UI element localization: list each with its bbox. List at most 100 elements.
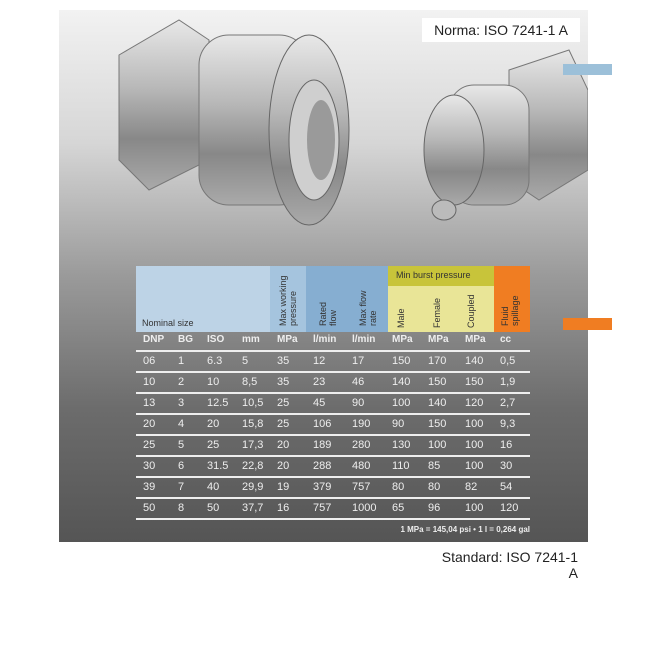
table-cell: 82 bbox=[465, 481, 478, 493]
unit-header: BG bbox=[178, 334, 193, 345]
table-cell: 190 bbox=[352, 418, 371, 430]
table-cell: 106 bbox=[313, 418, 332, 430]
table-cell: 140 bbox=[428, 397, 447, 409]
header-burst: Male Female Coupled bbox=[388, 286, 494, 332]
table-cell: 80 bbox=[428, 481, 441, 493]
table-cell: 50 bbox=[143, 502, 156, 514]
table-cell: 12.5 bbox=[207, 397, 229, 409]
unit-footnote: 1 MPa = 145,04 psi • 1 l = 0,264 gal bbox=[400, 525, 530, 534]
unit-header: MPa bbox=[277, 334, 298, 345]
header-flow: Rated flow Max flow rate bbox=[306, 266, 388, 332]
table-cell: 17,3 bbox=[242, 439, 264, 451]
table-cell: 120 bbox=[500, 502, 519, 514]
table-cell: 280 bbox=[352, 439, 371, 451]
table-cell: 7 bbox=[178, 481, 185, 493]
table-cell: 288 bbox=[313, 460, 332, 472]
table-cell: 50 bbox=[207, 502, 220, 514]
table-cell: 100 bbox=[465, 439, 484, 451]
table-cell: 757 bbox=[352, 481, 371, 493]
table-cell: 5 bbox=[178, 439, 185, 451]
table-cell: 8 bbox=[178, 502, 185, 514]
table-cell: 85 bbox=[428, 460, 441, 472]
table-cell: 1,9 bbox=[500, 376, 516, 388]
header-coupled-label: Coupled bbox=[466, 294, 476, 328]
blue-tab-marker bbox=[563, 64, 612, 75]
table-cell: 150 bbox=[392, 355, 411, 367]
table-cell: 25 bbox=[277, 418, 290, 430]
table-cell: 25 bbox=[277, 397, 290, 409]
table-cell: 3 bbox=[178, 397, 185, 409]
table-cell: 19 bbox=[277, 481, 290, 493]
table-cell: 96 bbox=[428, 502, 441, 514]
table-cell: 10,5 bbox=[242, 397, 264, 409]
table-cell: 110 bbox=[392, 460, 410, 472]
table-cell: 37,7 bbox=[242, 502, 264, 514]
table-cell: 90 bbox=[392, 418, 405, 430]
header-male-label: Male bbox=[396, 308, 406, 328]
table-cell: 65 bbox=[392, 502, 405, 514]
standard-label: Standard: ISO 7241-1 A bbox=[441, 549, 578, 581]
table-cell: 40 bbox=[207, 481, 220, 493]
table-cell: 35 bbox=[277, 355, 290, 367]
table-cell: 13 bbox=[143, 397, 156, 409]
table-cell: 1 bbox=[178, 355, 185, 367]
table-cell: 12 bbox=[313, 355, 326, 367]
table-cell: 8,5 bbox=[242, 376, 258, 388]
unit-header: MPa bbox=[428, 334, 449, 345]
header-rated-flow-label: Rated flow bbox=[318, 301, 338, 326]
table-cell: 25 bbox=[207, 439, 220, 451]
table-cell: 150 bbox=[428, 376, 447, 388]
table-cell: 20 bbox=[277, 460, 290, 472]
table-cell: 1000 bbox=[352, 502, 377, 514]
table-cell: 35 bbox=[277, 376, 290, 388]
table-cell: 30 bbox=[500, 460, 513, 472]
table-cell: 16 bbox=[500, 439, 513, 451]
table-cell: 120 bbox=[465, 397, 484, 409]
header-max-flow-label: Max flow rate bbox=[358, 290, 378, 326]
table-cell: 29,9 bbox=[242, 481, 264, 493]
table-cell: 16 bbox=[277, 502, 290, 514]
table-cell: 17 bbox=[352, 355, 365, 367]
table-cell: 2,7 bbox=[500, 397, 516, 409]
unit-header: l/min bbox=[313, 334, 337, 345]
header-fluid-label: Fluid spillage bbox=[500, 295, 520, 326]
table-cell: 170 bbox=[428, 355, 447, 367]
header-max-working-label: Max working pressure bbox=[278, 275, 298, 326]
table-cell: 100 bbox=[465, 418, 484, 430]
table-cell: 54 bbox=[500, 481, 513, 493]
table-cell: 22,8 bbox=[242, 460, 264, 472]
table-cell: 06 bbox=[143, 355, 156, 367]
table-cell: 9,3 bbox=[500, 418, 516, 430]
norma-label: Norma: ISO 7241-1 A bbox=[422, 18, 580, 42]
table-cell: 10 bbox=[207, 376, 220, 388]
table-cell: 100 bbox=[465, 460, 484, 472]
table-cell: 6.3 bbox=[207, 355, 223, 367]
table-cell: 140 bbox=[392, 376, 411, 388]
header-max-working: Max working pressure bbox=[270, 266, 306, 332]
table-cell: 0,5 bbox=[500, 355, 516, 367]
table-divider bbox=[136, 518, 530, 520]
table-cell: 379 bbox=[313, 481, 332, 493]
table-cell: 46 bbox=[352, 376, 365, 388]
table-cell: 25 bbox=[143, 439, 156, 451]
header-female-label: Female bbox=[432, 297, 442, 328]
unit-header: mm bbox=[242, 334, 260, 345]
table-cell: 30 bbox=[143, 460, 156, 472]
table-cell: 6 bbox=[178, 460, 185, 472]
table-cell: 189 bbox=[313, 439, 332, 451]
header-fluid: Fluid spillage bbox=[494, 266, 530, 332]
header-nominal-label: Nominal size bbox=[142, 318, 194, 328]
table-cell: 5 bbox=[242, 355, 249, 367]
table-cell: 23 bbox=[313, 376, 326, 388]
unit-header: DNP bbox=[143, 334, 165, 345]
table-cell: 4 bbox=[178, 418, 185, 430]
table-cell: 15,8 bbox=[242, 418, 264, 430]
table-cell: 20 bbox=[277, 439, 290, 451]
table-cell: 150 bbox=[428, 418, 447, 430]
